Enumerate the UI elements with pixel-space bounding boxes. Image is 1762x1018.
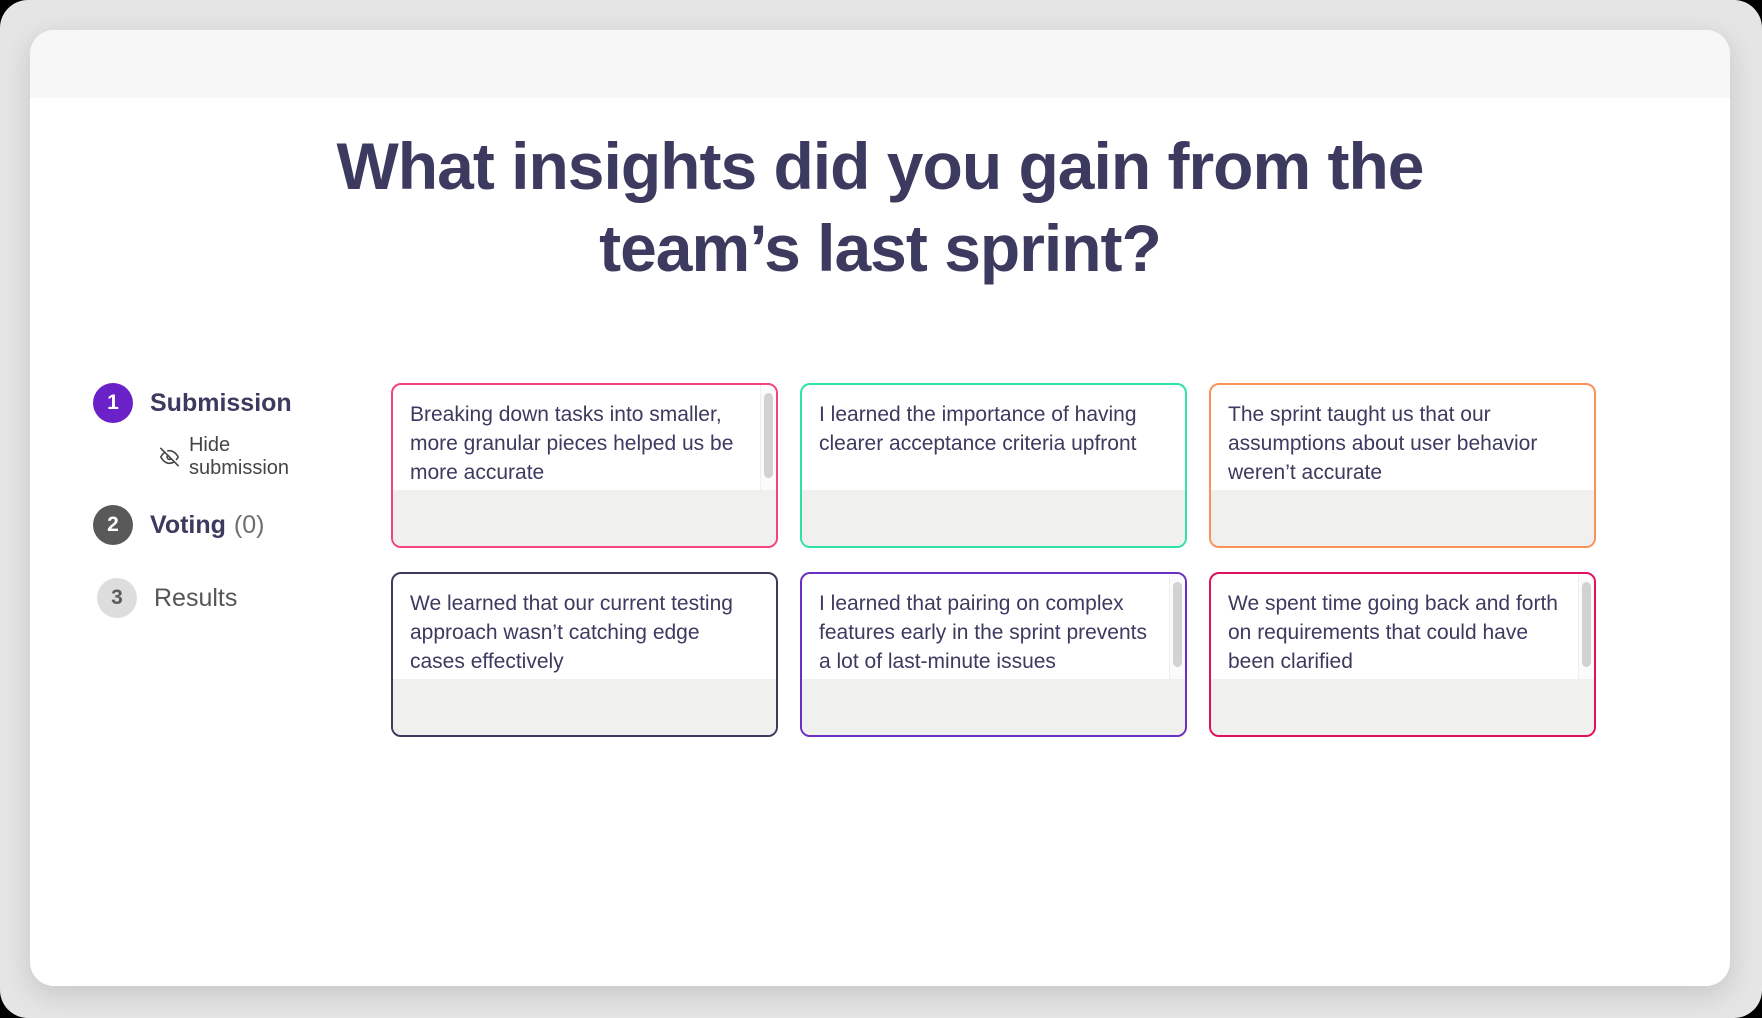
submission-card-footer bbox=[393, 679, 776, 735]
hide-submission-button[interactable]: Hide submission bbox=[160, 434, 296, 480]
submission-card-text: The sprint taught us that our assumption… bbox=[1228, 403, 1538, 484]
submission-card-text: We spent time going back and forth on re… bbox=[1228, 592, 1558, 673]
step-2-label-text: Voting bbox=[150, 510, 226, 539]
scrollbar-thumb[interactable] bbox=[764, 393, 773, 478]
card-scrollbar[interactable] bbox=[1169, 574, 1185, 679]
submission-card[interactable]: We learned that our current testing appr… bbox=[391, 572, 778, 737]
submission-card-footer bbox=[1211, 490, 1594, 546]
submission-card-footer bbox=[802, 490, 1185, 546]
step-3-label: Results bbox=[154, 583, 238, 612]
submission-card[interactable]: The sprint taught us that our assumption… bbox=[1209, 383, 1596, 548]
card-scrollbar[interactable] bbox=[760, 385, 776, 490]
presentation-window: What insights did you gain from the team… bbox=[30, 30, 1730, 986]
step-2-label: Voting(0) bbox=[150, 511, 264, 540]
step-2-vote-count: (0) bbox=[233, 510, 265, 539]
step-3-circle: 3 bbox=[97, 578, 137, 618]
submission-card[interactable]: I learned the importance of having clear… bbox=[800, 383, 1187, 548]
submission-card[interactable]: We spent time going back and forth on re… bbox=[1209, 572, 1596, 737]
submission-card[interactable]: Breaking down tasks into smaller, more g… bbox=[391, 383, 778, 548]
submission-card-footer bbox=[1211, 679, 1594, 735]
eye-off-icon bbox=[160, 447, 179, 467]
submission-card-footer bbox=[802, 679, 1185, 735]
submission-card-text: Breaking down tasks into smaller, more g… bbox=[410, 403, 734, 484]
card-scrollbar[interactable] bbox=[1578, 574, 1594, 679]
submission-card[interactable]: I learned that pairing on complex featur… bbox=[800, 572, 1187, 737]
window-header-strip bbox=[30, 30, 1730, 98]
step-1-label: Submission bbox=[150, 388, 292, 417]
submission-card-text: I learned the importance of having clear… bbox=[819, 403, 1137, 455]
submission-cards-grid: Breaking down tasks into smaller, more g… bbox=[391, 383, 1596, 737]
scrollbar-thumb[interactable] bbox=[1173, 582, 1182, 667]
question-title: What insights did you gain from the team… bbox=[336, 129, 1425, 285]
step-voting[interactable]: 2 Voting(0) bbox=[93, 505, 264, 545]
step-1-circle: 1 bbox=[93, 383, 133, 423]
scrollbar-thumb[interactable] bbox=[1582, 582, 1591, 667]
step-results[interactable]: 3 Results bbox=[97, 578, 237, 618]
submission-card-text: We learned that our current testing appr… bbox=[410, 592, 733, 673]
submission-card-text: I learned that pairing on complex featur… bbox=[819, 592, 1148, 673]
submission-card-footer bbox=[393, 490, 776, 546]
step-2-circle: 2 bbox=[93, 505, 133, 545]
hide-submission-label: Hide submission bbox=[188, 434, 290, 479]
step-submission[interactable]: 1 Submission bbox=[93, 383, 292, 423]
